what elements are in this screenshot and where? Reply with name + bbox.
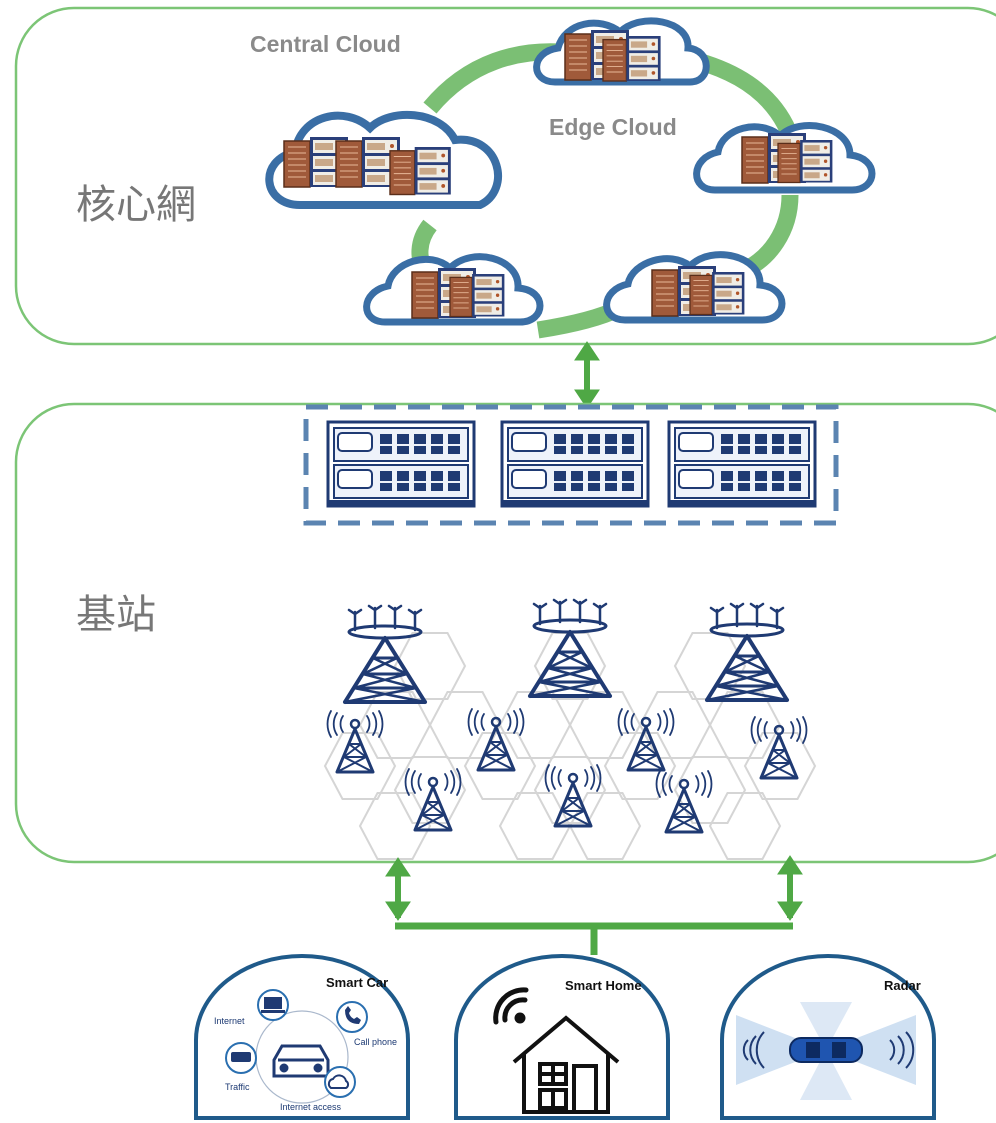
cell-tower-icon	[528, 598, 612, 698]
cell-tower-icon	[750, 715, 808, 780]
edge-cloud-label: Edge Cloud	[549, 114, 677, 140]
cell-tower-icon	[705, 602, 789, 702]
network-switch-icon	[326, 420, 476, 508]
smart-car-card: Smart Car Internet Call phone Traffic	[194, 954, 410, 1120]
switch-cluster-box	[303, 404, 839, 526]
car-icon	[789, 1037, 863, 1063]
cell-tower-icon	[343, 604, 427, 704]
radar-title: Radar	[884, 978, 921, 993]
smart-car-title: Smart Car	[326, 975, 388, 990]
radar-beam-icon	[736, 1002, 916, 1100]
edge-cloud-top	[533, 17, 710, 86]
base-station-region	[14, 402, 996, 864]
smart-home-title: Smart Home	[565, 978, 642, 993]
radar-card: Radar	[720, 954, 936, 1120]
server-rack-icon	[777, 139, 834, 184]
laptop-icon	[257, 989, 289, 1021]
cell-tower-icon	[404, 767, 462, 832]
cell-tower-icon	[326, 709, 384, 774]
phone-icon	[336, 1001, 368, 1033]
server-rack-icon	[449, 273, 506, 318]
traffic-icon	[225, 1042, 257, 1074]
base-station-label: 基站	[76, 592, 156, 638]
house-icon	[512, 1015, 620, 1114]
smart-car-item-internet: Internet	[214, 1016, 245, 1026]
base-to-devices-link	[385, 855, 803, 955]
wifi-icon	[493, 987, 529, 1025]
edge-cloud-bottom-right	[603, 251, 786, 324]
cloud-icon	[324, 1066, 356, 1098]
smart-car-item-traffic: Traffic	[225, 1082, 250, 1092]
server-rack-icon	[602, 35, 662, 82]
edge-cloud-right	[693, 122, 876, 194]
cell-tower-icon	[617, 707, 675, 772]
core-network-region	[14, 6, 996, 346]
server-rack-icon	[689, 271, 746, 316]
smart-car-item-call-phone: Call phone	[354, 1037, 397, 1047]
core-network-label: 核心網	[76, 182, 196, 228]
network-switch-icon	[500, 420, 650, 508]
server-rack-icon	[389, 146, 452, 196]
core-to-base-link-arrow	[574, 341, 600, 409]
edge-cloud-bottom-left	[363, 253, 544, 326]
smart-car-item-internet-access: Internet access	[280, 1102, 342, 1112]
central-cloud	[265, 110, 502, 209]
cell-tower-icon	[467, 707, 525, 772]
network-switch-icon	[667, 420, 817, 508]
central-cloud-label: Central Cloud	[250, 31, 401, 57]
smart-home-card: Smart Home	[454, 954, 670, 1120]
